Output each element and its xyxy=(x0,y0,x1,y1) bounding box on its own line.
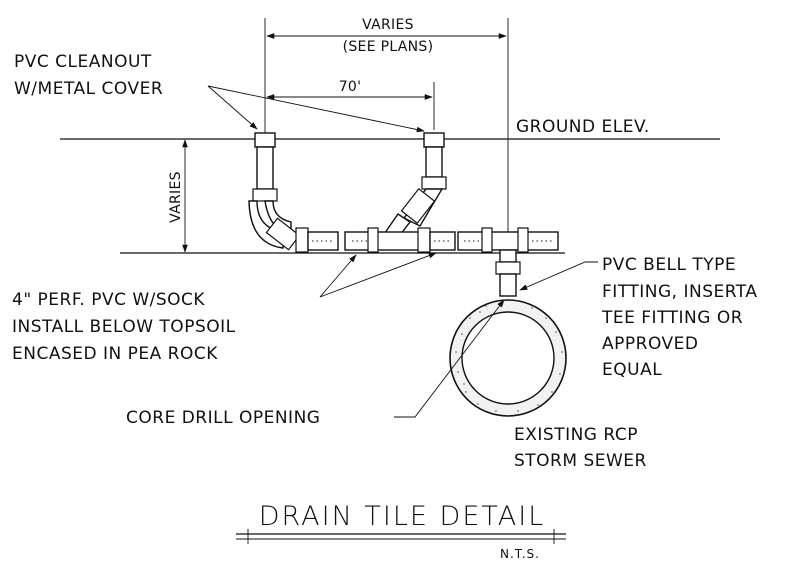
rcp-storm-sewer xyxy=(449,299,567,417)
perf-pipe-label-1: 4" PERF. PVC W/SOCK xyxy=(12,290,205,310)
perforated-pipe-run xyxy=(312,227,559,253)
ground-elev-label: GROUND ELEV. xyxy=(516,117,650,137)
cleanout-label-2: W/METAL COVER xyxy=(14,79,163,99)
fitting-label-4: APPROVED xyxy=(602,334,699,354)
dimension-varies-top xyxy=(264,18,509,270)
dim-varies-top-label: VARIES xyxy=(362,17,414,33)
detail-title-block: DRAIN TILE DETAIL N.T.S. xyxy=(236,501,566,561)
dimension-70ft xyxy=(266,82,435,130)
dim-varies-depth-label: VARIES xyxy=(168,171,184,223)
fitting-label-5: EQUAL xyxy=(602,360,662,380)
dim-70ft-label: 70' xyxy=(339,79,362,95)
detail-title: DRAIN TILE DETAIL xyxy=(259,501,546,532)
fitting-label-2: FITTING, INSERTA xyxy=(602,282,758,302)
core-drill-leader xyxy=(394,299,505,418)
cleanout-leaders xyxy=(207,85,425,133)
tee-fitting xyxy=(495,249,521,297)
core-drill-label: CORE DRILL OPENING xyxy=(126,408,320,428)
cleanout-label-1: PVC CLEANOUT xyxy=(14,52,152,72)
rcp-label-2: STORM SEWER xyxy=(514,451,647,471)
perf-pipe-label-2: INSTALL BELOW TOPSOIL xyxy=(12,317,236,337)
fitting-label-1: PVC BELL TYPE xyxy=(602,255,736,275)
fitting-leader xyxy=(519,261,598,291)
dim-see-plans-label: (SEE PLANS) xyxy=(343,39,434,55)
rcp-label-1: EXISTING RCP xyxy=(514,425,638,445)
perf-pipe-label-3: ENCASED IN PEA ROCK xyxy=(12,344,218,364)
left-cleanout-assembly xyxy=(248,132,339,253)
perf-pipe-leaders xyxy=(319,252,437,298)
scale-note: N.T.S. xyxy=(500,547,540,561)
fitting-label-3: TEE FITTING OR xyxy=(601,308,743,328)
middle-cleanout-assembly xyxy=(378,132,447,241)
